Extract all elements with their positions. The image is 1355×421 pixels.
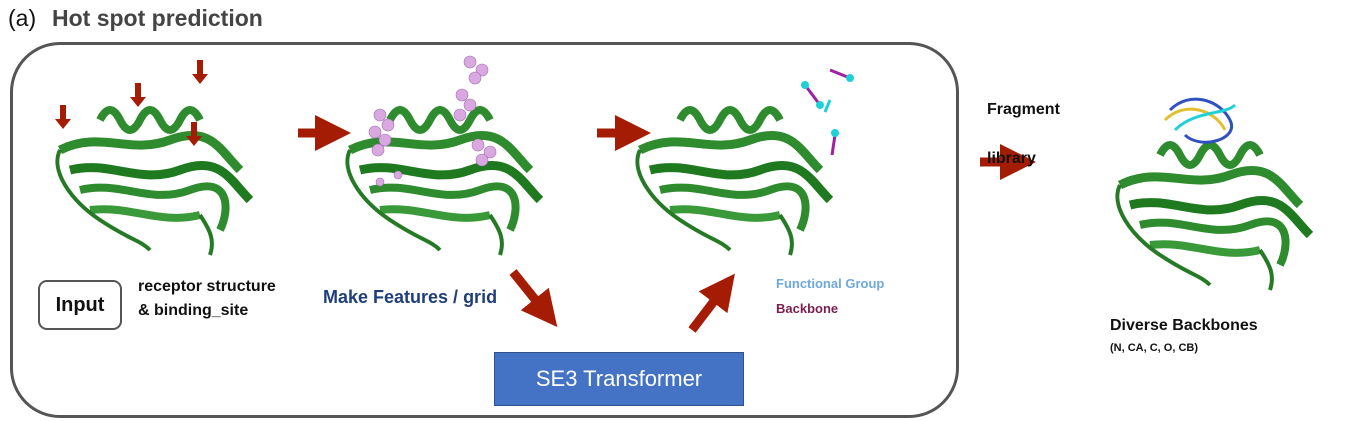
- hotspot-panel: [10, 42, 959, 418]
- receptor-label: receptor structure: [138, 278, 276, 295]
- binding-site-arrows: [55, 60, 208, 146]
- arrow-from-se3: [688, 273, 735, 333]
- library-label: library: [987, 150, 1036, 167]
- legend-functional-group: Functional Group: [776, 276, 885, 291]
- fragment-label: Fragment: [987, 101, 1060, 118]
- flow-arrows: [298, 115, 1036, 333]
- binding-site-label: & binding_site: [138, 302, 249, 319]
- backbone-fragments: [1163, 97, 1237, 144]
- grid-spheres: [368, 55, 497, 187]
- protein-output: [1117, 145, 1310, 290]
- arrow-to-se3: [509, 269, 558, 328]
- make-features-label: Make Features / grid: [323, 287, 498, 307]
- legend-backbone: Backbone: [776, 301, 839, 316]
- input-box: Input: [38, 280, 122, 330]
- panel-label: (a): [8, 5, 37, 31]
- output-atoms: (N, CA, C, O, CB): [1110, 342, 1198, 354]
- se3-transformer-box: SE3 Transformer: [494, 352, 744, 406]
- section-title: Hot spot prediction: [52, 5, 263, 31]
- output-title: Diverse Backbones: [1110, 317, 1258, 334]
- functional-group-sticks: [801, 68, 854, 156]
